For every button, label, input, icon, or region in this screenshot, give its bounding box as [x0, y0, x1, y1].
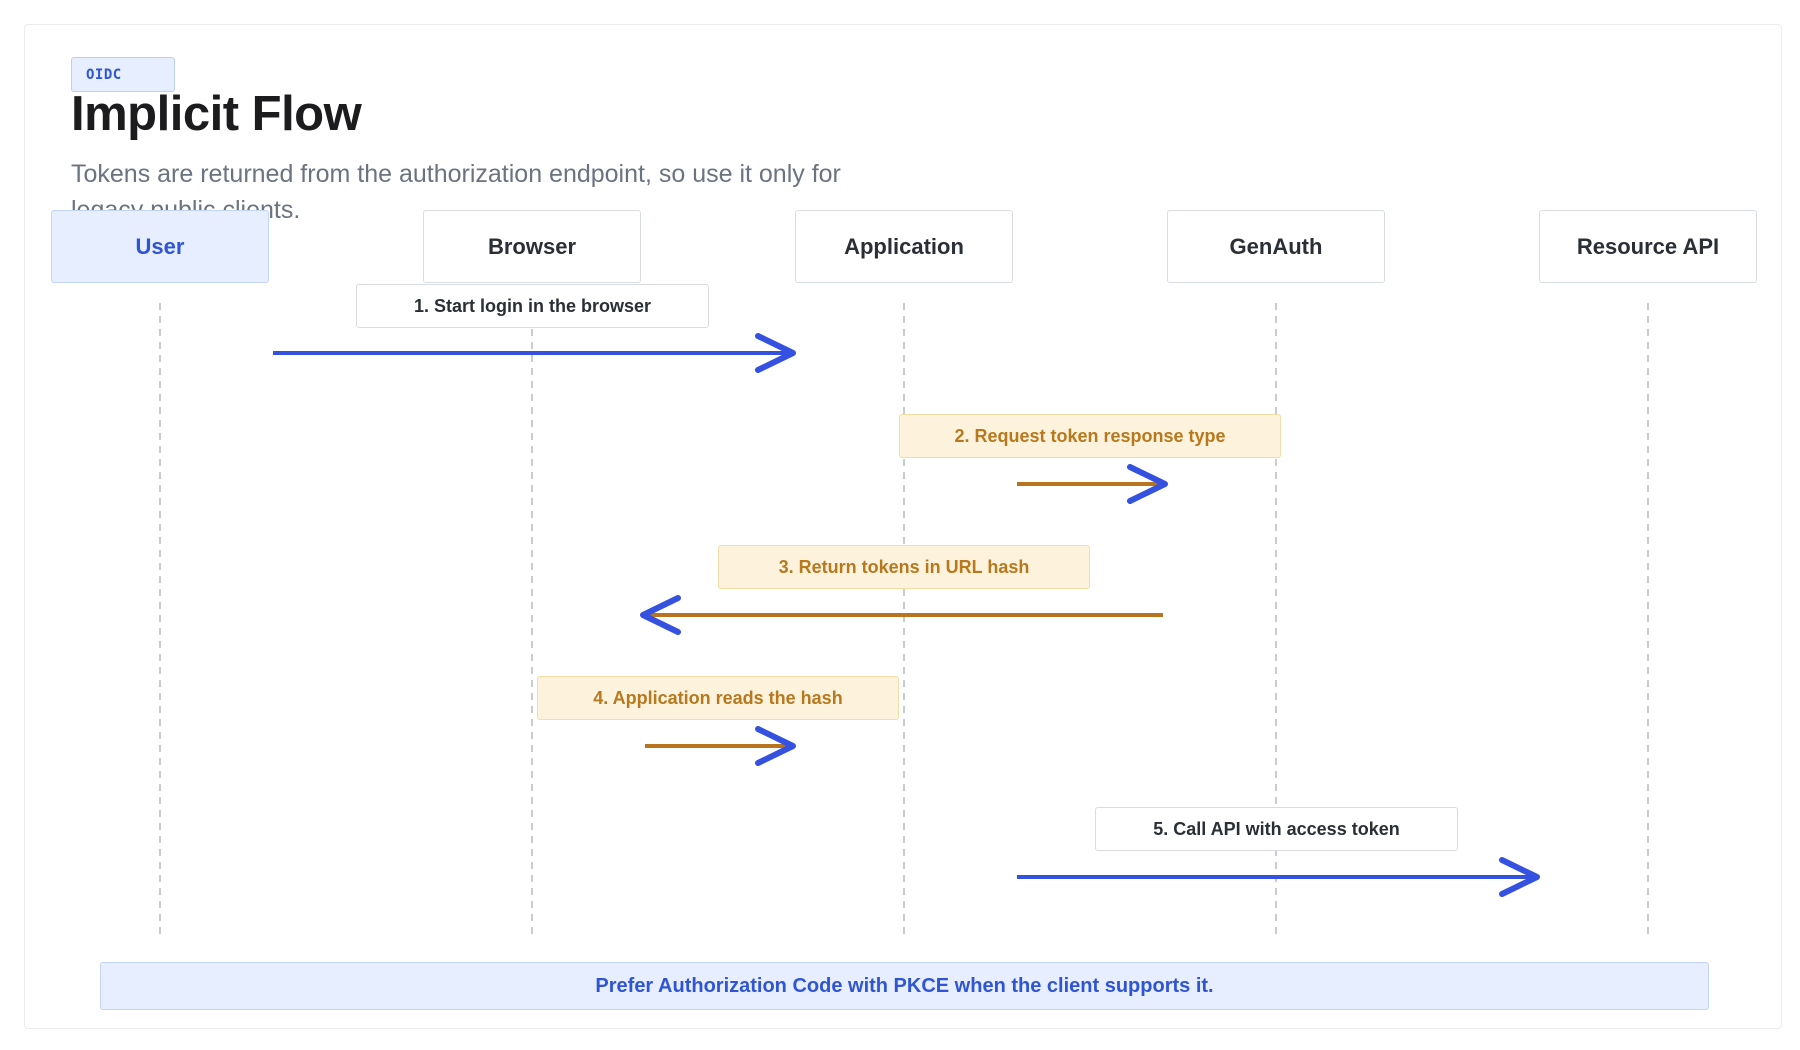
actor-user: User — [51, 210, 269, 283]
message-label-2: 2. Request token response type — [899, 414, 1281, 458]
actor-browser: Browser — [423, 210, 641, 283]
actor-genauth: GenAuth — [1167, 210, 1385, 283]
protocol-badge: OIDC — [71, 57, 175, 92]
message-label-1: 1. Start login in the browser — [356, 284, 709, 328]
arrow-3 — [640, 595, 1163, 635]
message-label-3: 3. Return tokens in URL hash — [718, 545, 1090, 589]
arrow-2 — [1017, 464, 1168, 504]
arrow-4 — [645, 726, 796, 766]
actor-resource-api: Resource API — [1539, 210, 1757, 283]
message-label-4: 4. Application reads the hash — [537, 676, 899, 720]
recommendation-note: Prefer Authorization Code with PKCE when… — [100, 962, 1709, 1010]
message-label-5: 5. Call API with access token — [1095, 807, 1458, 851]
arrow-5 — [1017, 857, 1540, 897]
actor-application: Application — [795, 210, 1013, 283]
page-title: Implicit Flow — [71, 87, 362, 141]
lifelines — [159, 303, 1649, 940]
arrow-1 — [273, 333, 796, 373]
